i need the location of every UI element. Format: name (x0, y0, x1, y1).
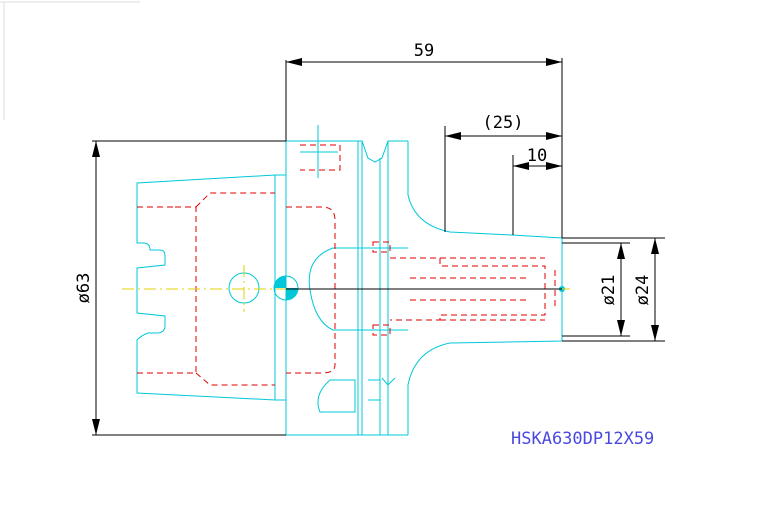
dimension-lines (92, 58, 665, 436)
dim-bore-diameter: ø21 (599, 275, 619, 306)
dim-flange-diameter: ø63 (74, 273, 94, 304)
hidden-lines (137, 144, 556, 386)
datum-quadrant (274, 276, 286, 288)
part-number: HSKA630DP12X59 (511, 429, 654, 449)
datum-quadrant (286, 288, 298, 300)
dim-overall-length: 59 (414, 41, 434, 61)
dim-nose-diameter: ø24 (633, 275, 653, 306)
dim-reach: (25) (483, 113, 524, 133)
dimension-arrows (92, 58, 659, 435)
part-outline (136, 125, 563, 436)
dim-bore-depth: 10 (527, 146, 547, 166)
